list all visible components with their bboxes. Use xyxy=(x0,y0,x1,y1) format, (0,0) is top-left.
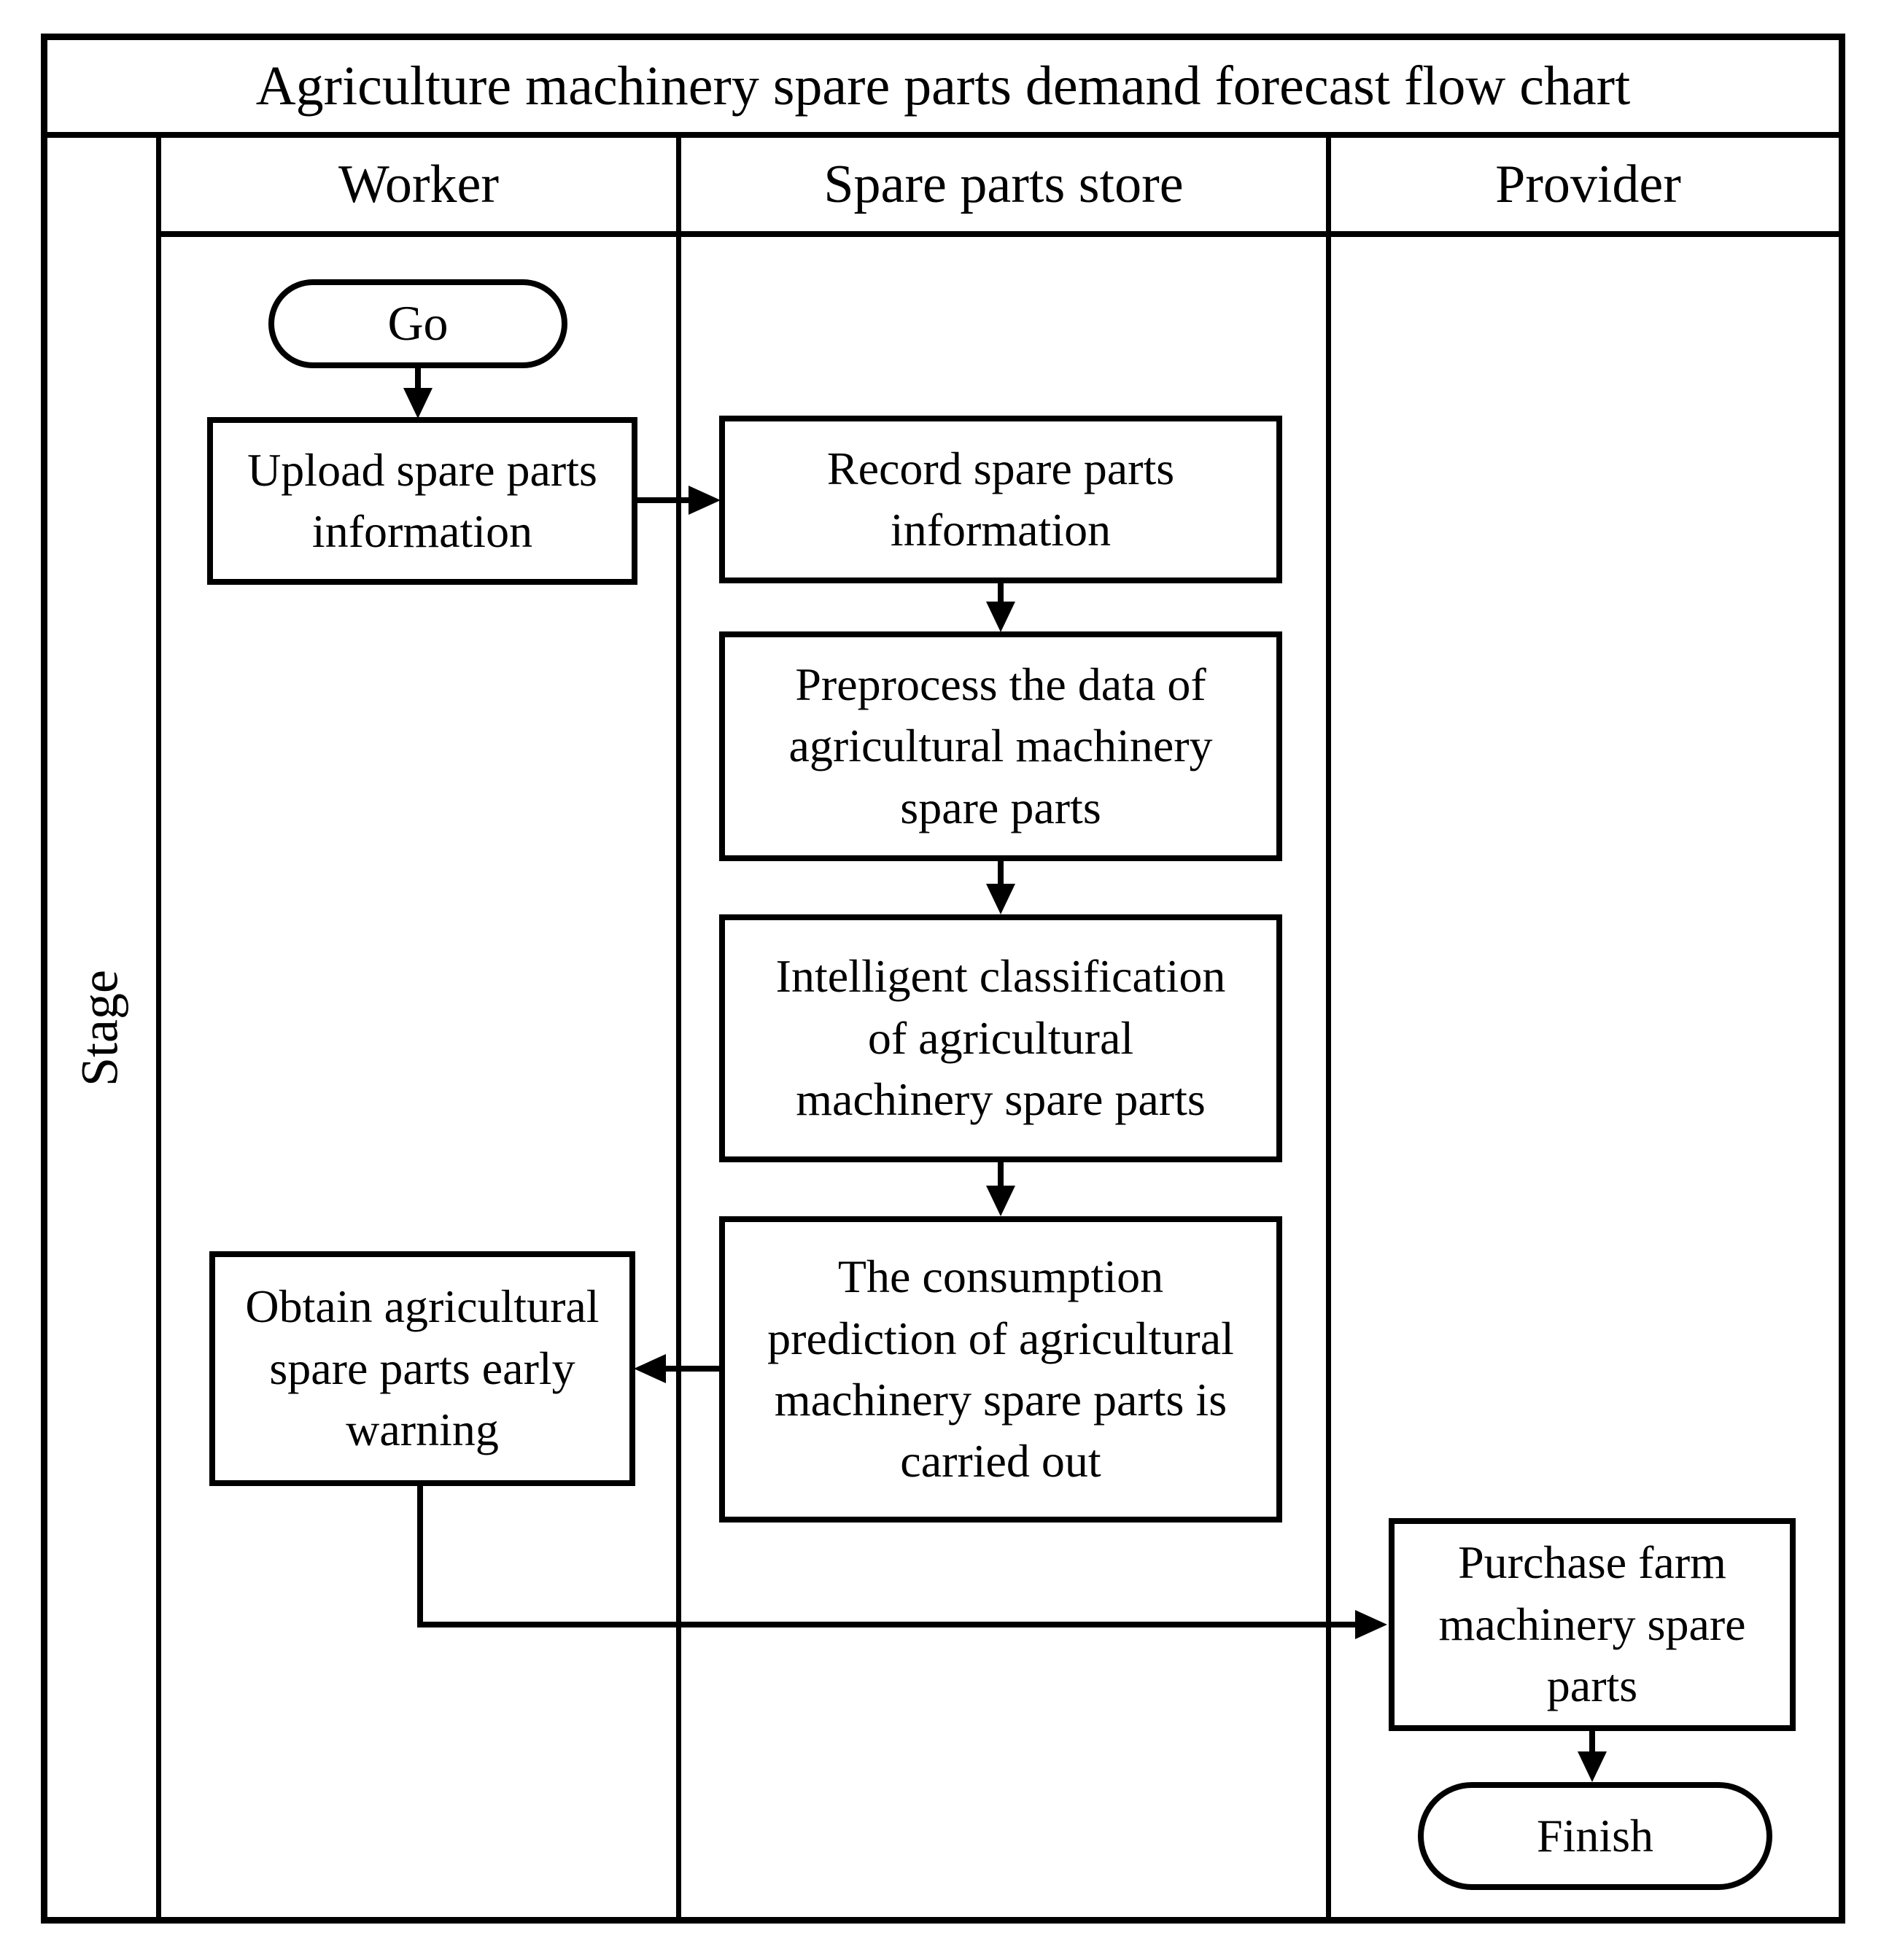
edge-line xyxy=(998,1161,1004,1187)
arrowhead-down-icon xyxy=(986,1186,1015,1216)
edge-line xyxy=(1589,1730,1595,1754)
edge-line xyxy=(417,1485,423,1625)
chart-title: Agriculture machinery spare parts demand… xyxy=(255,55,1631,117)
arrowhead-down-icon xyxy=(1578,1751,1607,1782)
lane-header-provider: Provider xyxy=(1495,154,1681,214)
arrowhead-right-icon xyxy=(1355,1610,1387,1639)
arrowhead-down-icon xyxy=(986,884,1015,914)
arrowhead-down-icon xyxy=(986,602,1015,632)
store-provider-divider-line xyxy=(1326,132,1331,1924)
node-consumption-prediction: The consumption prediction of agricultur… xyxy=(719,1216,1282,1522)
title-separator-line xyxy=(41,132,1845,138)
node-purchase-spare-parts: Purchase farm machinery spare parts xyxy=(1389,1518,1796,1731)
node-record-spare-parts-information: Record spare parts information xyxy=(719,416,1282,583)
edge-line xyxy=(998,582,1004,604)
node-start: Go xyxy=(268,279,567,368)
node-upload-spare-parts-information: Upload spare parts information xyxy=(207,417,637,585)
header-separator-line xyxy=(156,231,1845,237)
lane-header-store: Spare parts store xyxy=(823,154,1184,214)
edge-line xyxy=(998,860,1004,886)
arrowhead-down-icon xyxy=(403,388,433,419)
node-finish: Finish xyxy=(1418,1782,1772,1890)
worker-store-divider-line xyxy=(676,132,681,1924)
arrowhead-right-icon xyxy=(689,486,721,515)
edge-line xyxy=(635,497,694,503)
lane-header-worker: Worker xyxy=(338,154,500,214)
arrowhead-left-icon xyxy=(634,1354,666,1383)
edge-line xyxy=(417,1622,1358,1628)
edge-line xyxy=(664,1366,721,1372)
stage-column-divider-line xyxy=(156,132,161,1924)
stage-label: Stage xyxy=(70,970,129,1086)
node-preprocess-data: Preprocess the data of agricultural mach… xyxy=(719,631,1282,861)
node-intelligent-classification: Intelligent classification of agricultur… xyxy=(719,914,1282,1162)
node-obtain-early-warning: Obtain agricultural spare parts early wa… xyxy=(209,1251,635,1486)
edge-line xyxy=(415,367,421,390)
